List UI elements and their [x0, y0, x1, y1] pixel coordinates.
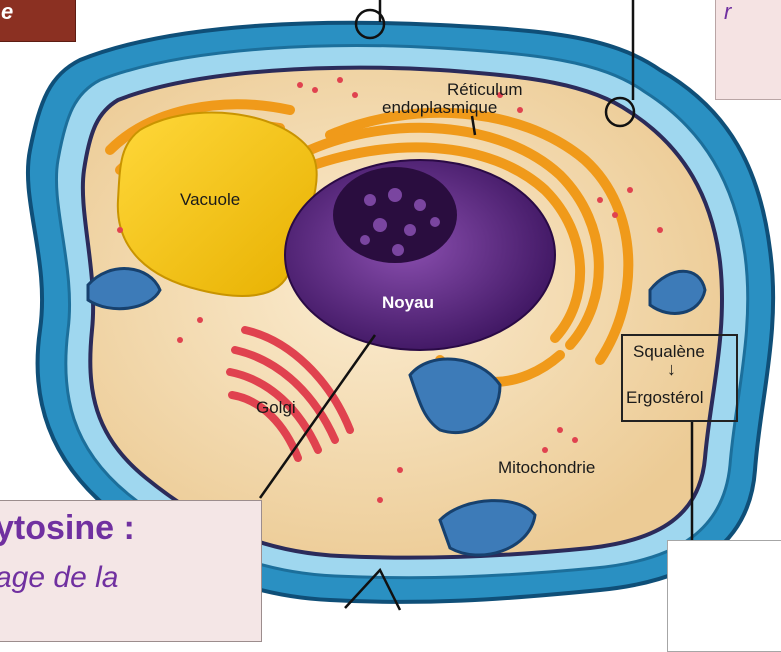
- arrow-down-icon: ↓: [667, 359, 676, 380]
- cytosine-callout-title: ytosine :: [0, 509, 135, 548]
- bottom-right-callout: [667, 540, 781, 652]
- top-left-callout-text: e: [1, 0, 13, 25]
- reticulum-label-line1: Réticulum: [447, 80, 523, 100]
- noyau-label: Noyau: [382, 293, 434, 313]
- reticulum-label-line2: endoplasmique: [382, 98, 497, 118]
- golgi-label: Golgi: [256, 398, 296, 418]
- vacuole-label: Vacuole: [180, 190, 240, 210]
- top-right-callout: r: [715, 0, 781, 100]
- cytosine-callout-subtitle: age de la: [0, 561, 118, 595]
- top-left-callout: e: [0, 0, 76, 42]
- cytosine-callout: ytosine : age de la: [0, 500, 262, 642]
- mitochondrie-label: Mitochondrie: [498, 458, 595, 478]
- ergosterol-label: Ergostérol: [626, 388, 703, 408]
- top-right-callout-text: r: [724, 0, 731, 25]
